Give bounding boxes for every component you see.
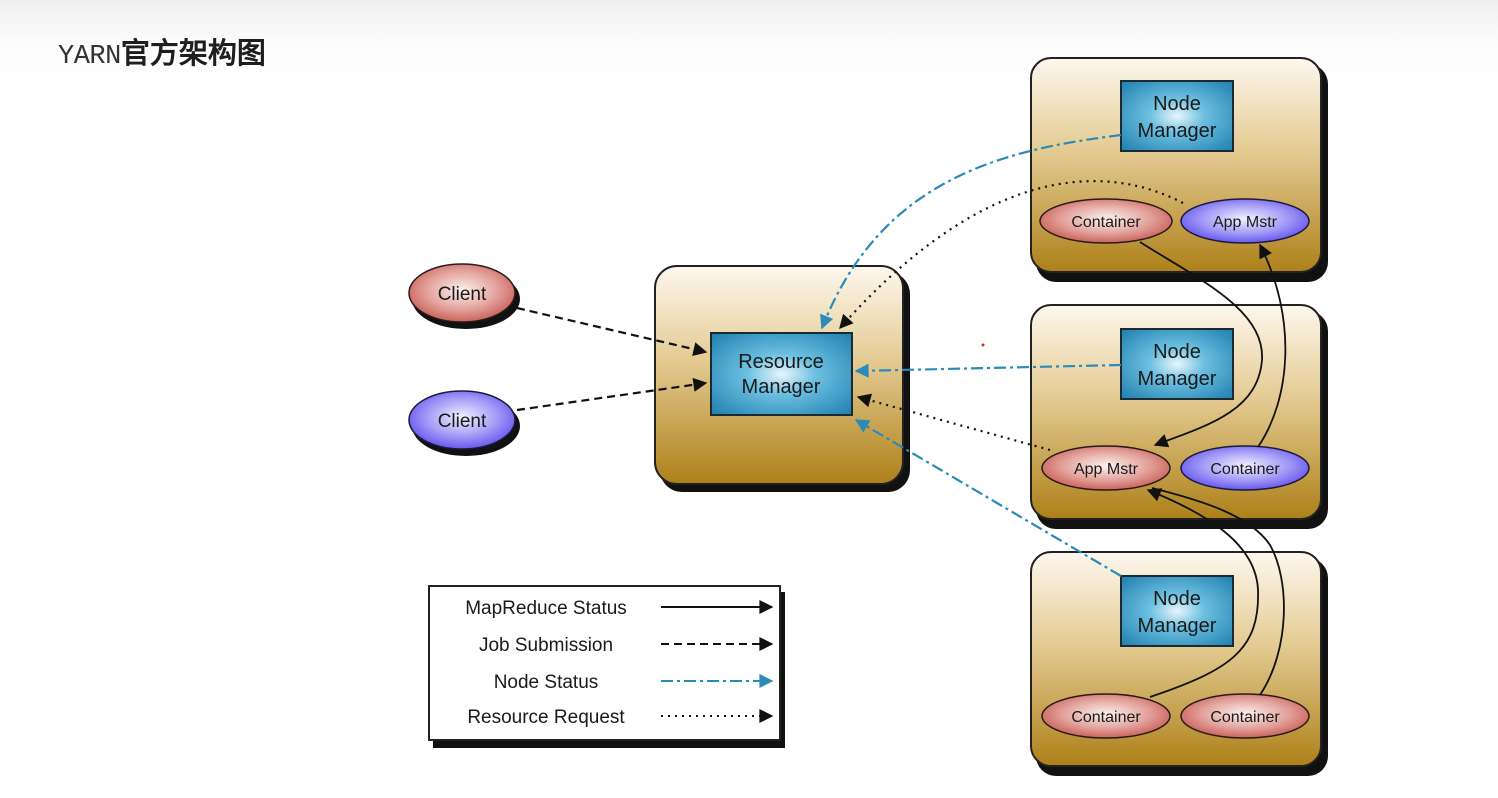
job-submission-arrow-2 [516,377,708,412]
node-manager-2-label-2: Manager [1138,368,1217,390]
node-3-container-2[interactable]: Container [1180,693,1310,739]
node-2-app-master-label: App Mstr [1074,461,1139,478]
node-status-arrow-2 [854,363,1122,378]
mapreduce-status-container2-to-appmaster1 [1257,243,1287,448]
resource-manager-label-1: Resource [738,351,824,373]
node-2-container[interactable]: Container [1180,445,1310,491]
resource-request-arrow-1 [839,180,1184,330]
mapreduce-status-container3a-to-appmaster [1146,488,1259,698]
mapreduce-status-container1-to-appmaster [1139,241,1263,448]
red-dot-marker [981,343,985,347]
node-manager-3[interactable]: Node Manager [1120,575,1234,647]
legend-job-submission-label: Job Submission [479,635,613,656]
job-submission-arrow-1 [516,306,708,356]
node-status-arrow-1 [820,133,1122,330]
resource-request-arrow-2 [856,393,1051,452]
node-manager-1[interactable]: Node Manager [1120,80,1234,152]
mapreduce-status-container3b-to-appmaster [1151,487,1285,696]
title-cjk: 官方架构图 [120,36,266,70]
node-1-app-master-label: App Mstr [1213,214,1278,231]
legend-mapreduce-status-label: MapReduce Status [465,598,627,619]
resource-manager-box[interactable]: Resource Manager [710,332,853,416]
node-manager-3-label-2: Manager [1138,615,1217,637]
node-2-app-master[interactable]: App Mstr [1041,445,1171,491]
node-manager-2-label-1: Node [1153,341,1201,363]
node-manager-3-label-1: Node [1153,588,1201,610]
client-blue-label: Client [438,411,487,432]
resource-manager-label-2: Manager [742,376,821,398]
node-manager-2[interactable]: Node Manager [1120,328,1234,400]
node-status-arrow-3 [854,419,1122,577]
node-2-container-label: Container [1210,461,1280,478]
node-3-container-1[interactable]: Container [1041,693,1171,739]
node-3-container-2-label: Container [1210,709,1280,726]
node-1-container[interactable]: Container [1039,198,1173,244]
node-1-app-master[interactable]: App Mstr [1180,198,1310,244]
node-3-container-1-label: Container [1071,709,1141,726]
node-manager-1-label-1: Node [1153,93,1201,115]
legend: MapReduce Status Job Submission Node Sta… [428,585,785,748]
node-1-container-label: Container [1071,214,1141,231]
title-latin: YARN [58,42,121,72]
legend-node-status-label: Node Status [494,672,599,693]
client-red[interactable]: Client [408,263,520,329]
node-manager-1-label-2: Manager [1138,120,1217,142]
client-blue[interactable]: Client [408,390,520,456]
legend-resource-request-label: Resource Request [467,707,625,728]
client-red-label: Client [438,284,487,305]
